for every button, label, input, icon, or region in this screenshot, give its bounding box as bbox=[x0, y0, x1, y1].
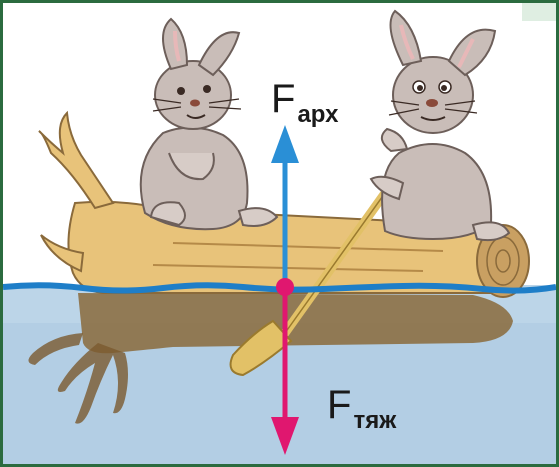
force-application-point bbox=[276, 278, 294, 296]
buoyant-force-subscript: арх bbox=[297, 101, 338, 128]
buoyant-force-symbol: F bbox=[271, 77, 295, 121]
scene-illustration bbox=[3, 3, 556, 464]
rabbit-icon bbox=[141, 19, 277, 229]
gravity-force-symbol: F bbox=[327, 383, 351, 427]
gravity-force-subscript: тяж bbox=[353, 407, 396, 434]
rabbit-icon bbox=[371, 11, 509, 240]
log-branch-left bbox=[39, 113, 113, 208]
buoyant-force-label: Fарх bbox=[271, 79, 338, 119]
gravity-force-label: Fтяж bbox=[327, 385, 396, 425]
